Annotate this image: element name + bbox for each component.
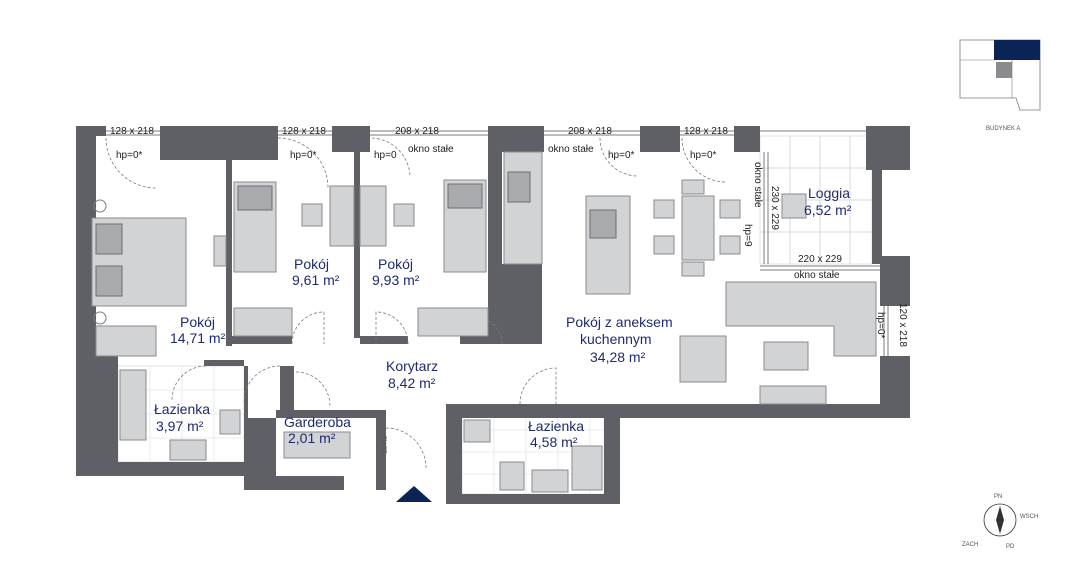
- sink-icon: [507, 171, 531, 203]
- coffee-table: [763, 341, 809, 371]
- fixed-window-label: okno stałe: [408, 144, 454, 155]
- room-area-loggia: 6,52 m²: [804, 202, 852, 218]
- wardrobe: [233, 307, 293, 337]
- washing-machine: [499, 461, 525, 491]
- toilet: [463, 419, 491, 443]
- fixed-window-label: okno stałe: [548, 144, 594, 155]
- washbasin: [169, 439, 207, 461]
- room-area-korytarz: 8,42 m²: [388, 375, 436, 391]
- key-plan: BUDYNEK A: [959, 39, 1041, 132]
- toilet: [219, 409, 241, 435]
- hp-label: hp=0*: [116, 150, 143, 161]
- lamp-icon: [93, 311, 107, 325]
- chair: [301, 203, 323, 227]
- walls: [76, 126, 910, 504]
- hp-label: hp=0: [374, 150, 397, 161]
- kitchen-counter: [503, 151, 543, 265]
- compass-w: ZACH: [962, 542, 978, 548]
- hp-label: hp=0*: [875, 312, 886, 339]
- fixed-window-label: okno stałe: [752, 162, 763, 208]
- entrance-arrow-icon: [396, 486, 432, 502]
- room-name-pokoj2: Pokój: [294, 256, 329, 272]
- room-area-pokoj3: 9,93 m²: [372, 272, 420, 288]
- compass-icon: [983, 503, 1017, 537]
- room-area-salon: 34,28 m²: [590, 349, 646, 365]
- lamp-icon: [93, 199, 107, 213]
- room-labels: Pokój 14,71 m² Pokój 9,61 m² Pokój 9,93 …: [154, 185, 852, 450]
- room-name-pokoj3: Pokój: [378, 256, 413, 272]
- room-area-pokoj1: 14,71 m²: [170, 330, 226, 346]
- fixed-window-label: okno stałe: [794, 270, 840, 281]
- room-area-pokoj2: 9,61 m²: [292, 272, 340, 288]
- wardrobe: [417, 307, 489, 337]
- room-name-loggia: Loggia: [808, 185, 850, 201]
- hp-label: hp=0*: [290, 150, 317, 161]
- armchair: [679, 335, 727, 383]
- window-dim: 128 x 218: [110, 126, 154, 137]
- compass-e: WSCH: [1020, 514, 1038, 520]
- room-name-lazienka2: Łazienka: [528, 418, 584, 434]
- window-dim: 128 x 218: [684, 126, 728, 137]
- window-dim: 128 x 218: [282, 126, 326, 137]
- room-name-pokoj1: Pokój: [180, 314, 215, 330]
- keyplan-caption: BUDYNEK A: [986, 126, 1020, 132]
- furniture: [91, 151, 877, 493]
- compass-n: PN: [994, 494, 1002, 500]
- room-name-salon-line2: kuchennym: [580, 331, 652, 347]
- room-area-lazienka1: 3,97 m²: [156, 418, 204, 434]
- dining-table: [681, 195, 715, 261]
- loggia-table: [781, 193, 807, 219]
- garderoba-shelves: [283, 431, 351, 459]
- cooktop-icon: [589, 209, 617, 239]
- shower: [571, 445, 603, 491]
- bathtub: [119, 369, 147, 441]
- room-area-garderoba: 2,01 m²: [288, 430, 336, 446]
- window-dim: 220 x 229: [798, 254, 842, 265]
- tmt-label: TM/TT: [380, 436, 386, 454]
- room-name-lazienka1: Łazienka: [154, 401, 210, 417]
- window-lines: [106, 130, 889, 356]
- chair: [393, 203, 415, 227]
- hp-label: hp=9: [742, 224, 753, 247]
- window-labels: 128 x 218 128 x 218 208 x 218 208 x 218 …: [110, 126, 908, 454]
- room-name-garderoba: Garderoba: [284, 414, 351, 430]
- tv-stand: [759, 385, 827, 405]
- apartment-highlight: [994, 40, 1040, 60]
- room-name-salon: Pokój z aneksem: [566, 314, 673, 330]
- desk: [329, 185, 355, 247]
- washbasin: [531, 469, 569, 493]
- corner-sofa: [725, 281, 877, 357]
- window-dim: 230 x 229: [769, 186, 780, 230]
- wardrobe: [95, 325, 157, 357]
- room-area-lazienka2: 4,58 m²: [530, 434, 578, 450]
- window-dim: 208 x 218: [568, 126, 612, 137]
- hp-label: hp=0*: [690, 150, 717, 161]
- window-dim: 208 x 218: [395, 126, 439, 137]
- hp-label: hp=0*: [608, 150, 635, 161]
- desk: [359, 185, 387, 247]
- compass: PN WSCH PD ZACH: [962, 494, 1038, 550]
- window-dim: 120 x 218: [897, 303, 908, 347]
- compass-s: PD: [1006, 544, 1015, 550]
- room-name-korytarz: Korytarz: [386, 358, 438, 374]
